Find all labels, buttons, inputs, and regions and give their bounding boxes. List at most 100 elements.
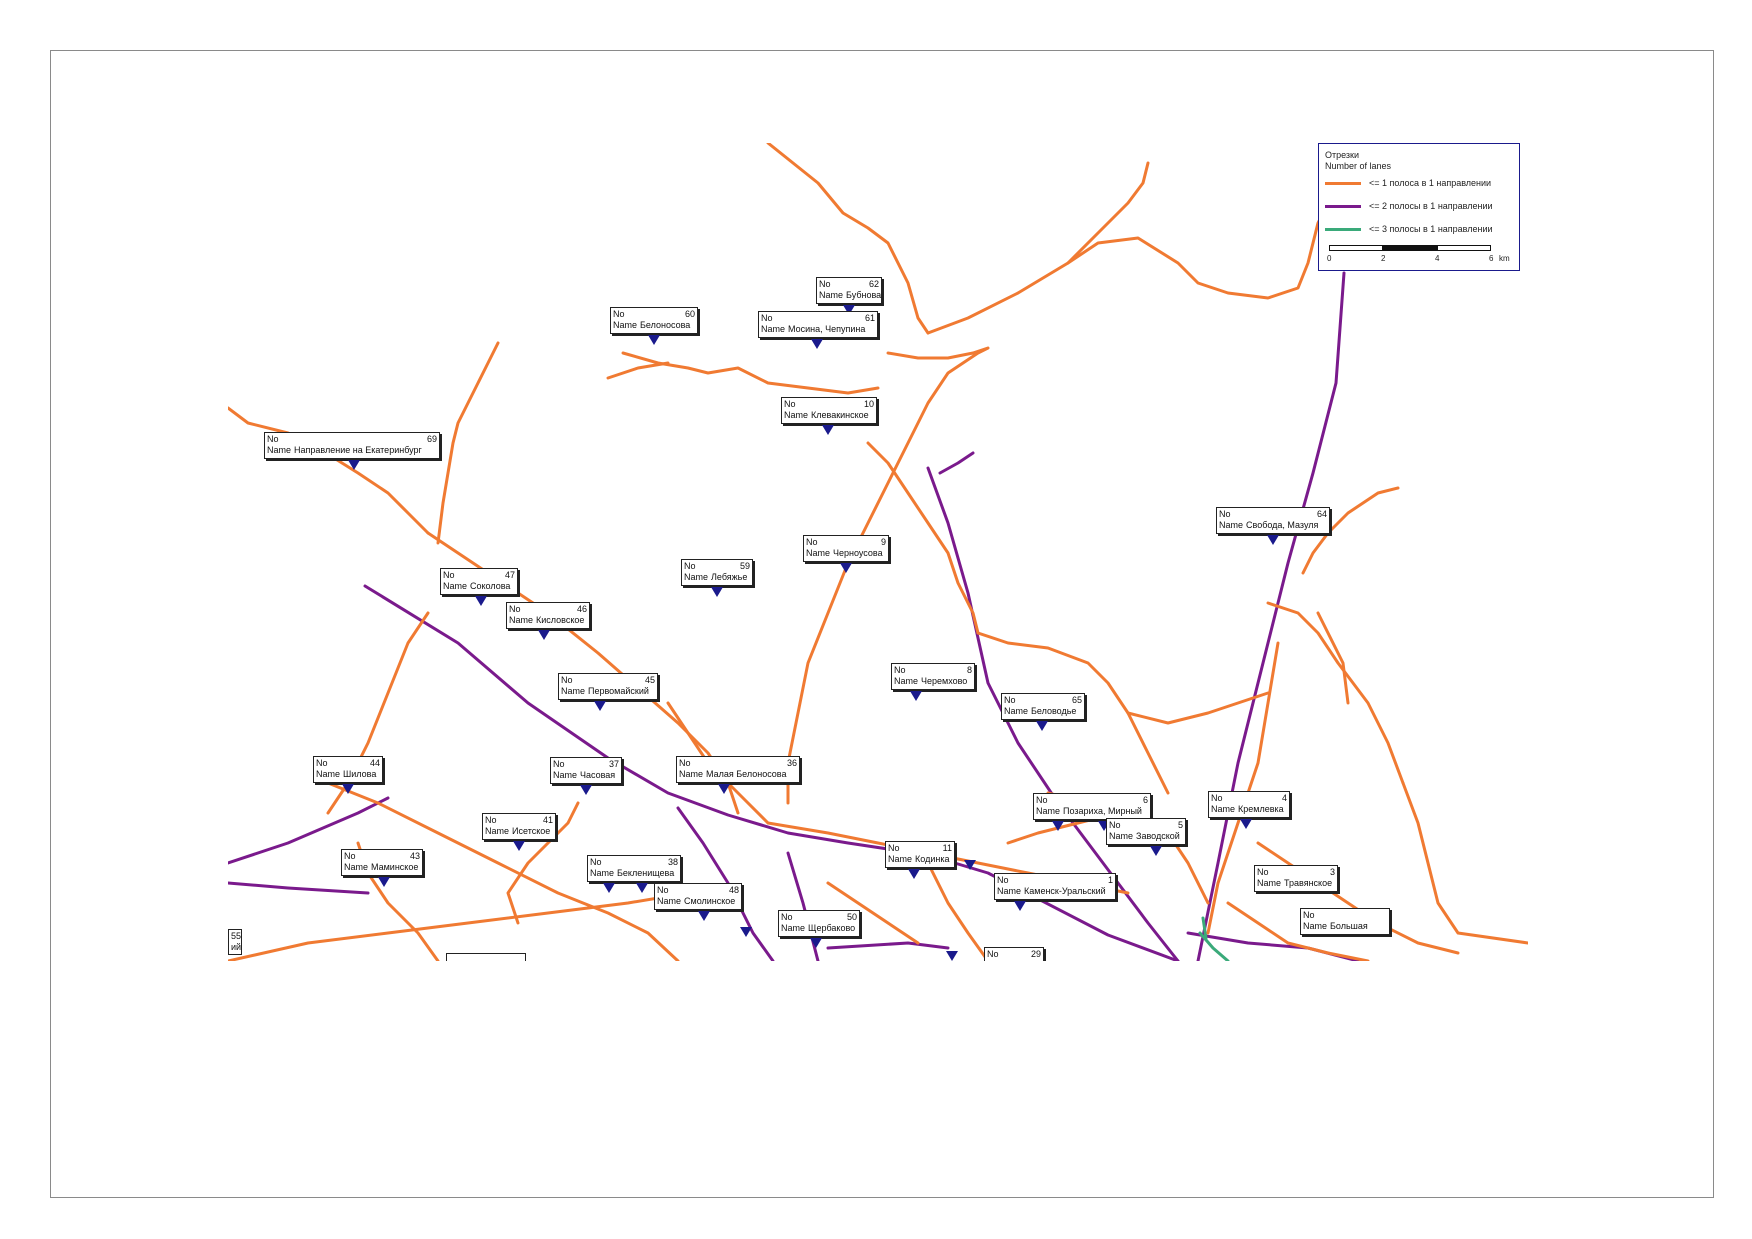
road-lane2-segment: [826, 941, 950, 950]
legend-label-lane1: <= 1 полоса в 1 направлении: [1369, 178, 1492, 188]
zone-marker-1[interactable]: [1014, 901, 1026, 911]
road-lane1-segment: [1316, 611, 1350, 705]
road-lane1-segment: [766, 143, 930, 335]
road-lane2-segment: [1196, 271, 1346, 961]
road-lane1-segment: [1401, 781, 1528, 945]
road-lane2-segment: [228, 796, 390, 865]
road-lane1-segment: [926, 861, 990, 961]
zone-marker-6[interactable]: [1052, 821, 1064, 831]
zone-marker-48[interactable]: [698, 911, 710, 921]
zone-marker-64[interactable]: [1267, 535, 1279, 545]
legend-row-lane1: <= 1 полоса в 1 направлении: [1325, 172, 1513, 195]
road-lane1-segment: [1226, 901, 1370, 961]
zone-marker-41[interactable]: [513, 841, 525, 851]
zone-marker-9[interactable]: [840, 563, 852, 573]
clipped-label-bottom: [446, 953, 526, 961]
zone-marker-59[interactable]: [711, 587, 723, 597]
zone-marker-10[interactable]: [822, 425, 834, 435]
road-lane1-segment: [1066, 201, 1330, 300]
scale-segment-3: [1437, 245, 1491, 251]
scale-bar: 0 2 4 6 km: [1325, 245, 1513, 265]
zone-marker-11b[interactable]: [964, 860, 976, 870]
road-lane3-segment: [1198, 931, 1230, 961]
zone-marker-5[interactable]: [1150, 846, 1162, 856]
road-lane1-segment: [976, 631, 1170, 795]
scale-tick-6: 6: [1489, 254, 1494, 263]
road-lane1-segment: [326, 781, 680, 961]
legend-label-lane3: <= 3 полосы в 1 направлении: [1369, 224, 1493, 234]
road-lane1-segment: [1126, 691, 1270, 725]
zone-marker-47[interactable]: [475, 596, 487, 606]
legend-subtitle: Number of lanes: [1325, 161, 1392, 171]
zone-marker-60[interactable]: [648, 335, 660, 345]
road-lane1-segment: [866, 441, 980, 635]
zone-marker-44[interactable]: [342, 784, 354, 794]
zone-marker-50[interactable]: [810, 938, 822, 948]
zone-marker-11[interactable]: [908, 869, 920, 879]
road-lane1-segment: [1256, 841, 1460, 955]
legend-swatch-lane1: [1325, 182, 1361, 185]
legend-swatch-lane3: [1325, 228, 1361, 231]
zone-marker-62[interactable]: [843, 305, 855, 315]
scale-segment-2: [1383, 245, 1437, 251]
zone-marker-38b[interactable]: [636, 883, 648, 893]
scale-tick-2: 2: [1381, 254, 1386, 263]
map-legend: Отрезки Number of lanes <= 1 полоса в 1 …: [1318, 143, 1520, 271]
zone-marker-69[interactable]: [348, 460, 360, 470]
zone-marker-43[interactable]: [378, 877, 390, 887]
road-lane1-segment: [436, 341, 500, 545]
legend-label-lane2: <= 2 полосы в 1 направлении: [1369, 201, 1493, 211]
road-lane1-segment: [606, 361, 670, 380]
legend-swatch-lane2: [1325, 205, 1361, 208]
zone-marker-48b[interactable]: [740, 927, 752, 937]
zone-marker-45[interactable]: [594, 701, 606, 711]
legend-row-lane3: <= 3 полосы в 1 направлении: [1325, 218, 1513, 241]
zone-marker-36[interactable]: [718, 784, 730, 794]
zone-marker-8[interactable]: [910, 691, 922, 701]
clipped-label-left: 55 ий: [228, 929, 242, 955]
zone-marker-61[interactable]: [811, 339, 823, 349]
road-lane2-segment: [228, 881, 370, 895]
zone-marker-6b[interactable]: [1098, 821, 1110, 831]
zone-marker-46[interactable]: [538, 630, 550, 640]
zone-marker-29[interactable]: [946, 951, 958, 961]
zone-marker-4[interactable]: [1240, 819, 1252, 829]
legend-row-lane2: <= 2 полосы в 1 направлении: [1325, 195, 1513, 218]
zone-marker-37[interactable]: [580, 785, 592, 795]
road-lane2-segment: [938, 451, 975, 475]
road-lane1-segment: [1301, 486, 1400, 575]
zone-marker-38[interactable]: [603, 883, 615, 893]
zone-marker-65[interactable]: [1036, 721, 1048, 731]
road-lane1-segment: [826, 881, 920, 945]
